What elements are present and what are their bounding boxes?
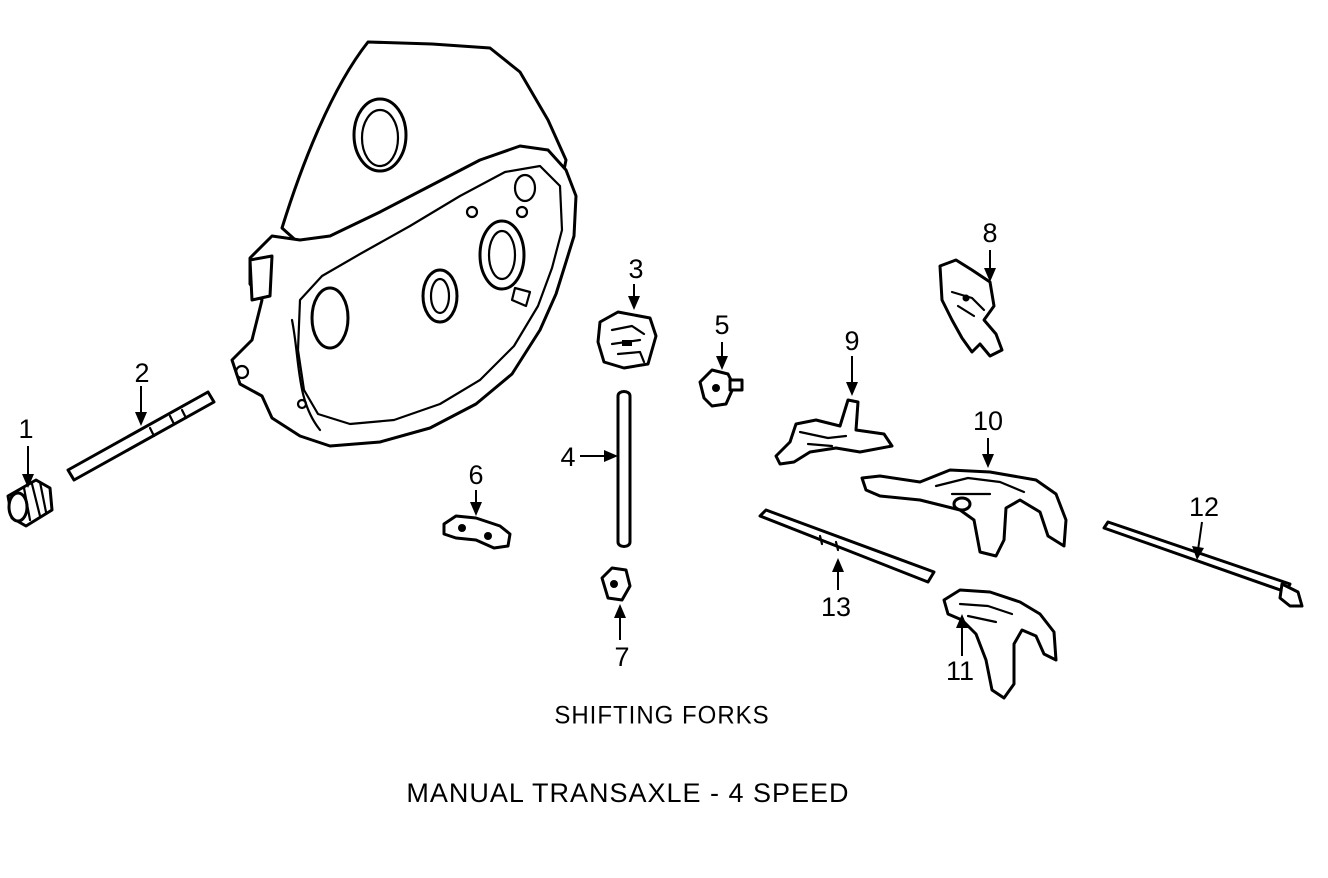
callout-11: 11: [946, 656, 974, 686]
callout-13: 13: [821, 592, 851, 622]
callout-9: 9: [844, 326, 859, 356]
callout-7: 7: [614, 642, 629, 672]
part-12-shaft: [1102, 520, 1304, 608]
callout-4: 4: [560, 442, 575, 472]
callout-1: 1: [18, 414, 33, 444]
part-9-fork: [774, 398, 894, 466]
callout-2: 2: [134, 358, 149, 388]
part-3-block: [596, 310, 658, 370]
callout-labels: 1 2 3 4 5 6 7 8 9 10 11 12 13: [18, 218, 1219, 686]
part-1-plug: [6, 478, 54, 528]
callout-12: 12: [1189, 492, 1219, 522]
part-4-rod: [616, 390, 632, 548]
callout-5: 5: [714, 310, 729, 340]
diagram-subtitle: SHIFTING FORKS: [554, 701, 770, 730]
callout-3: 3: [628, 254, 643, 284]
part-5-lever: [698, 368, 744, 408]
callout-8: 8: [982, 218, 997, 248]
part-13-shaft: [758, 508, 936, 584]
transaxle-case: [230, 40, 578, 448]
diagram-title: MANUAL TRANSAXLE - 4 SPEED: [406, 778, 850, 808]
part-10-fork: [860, 468, 1068, 558]
part-6-guide: [442, 514, 512, 550]
part-11-fork: [942, 588, 1058, 700]
callout-6: 6: [468, 460, 483, 490]
leader-lines: [22, 250, 1204, 656]
part-8-shift-lever: [938, 258, 1004, 358]
callout-10: 10: [973, 406, 1003, 436]
part-7-clip: [600, 566, 632, 602]
part-2-shaft: [66, 390, 216, 482]
